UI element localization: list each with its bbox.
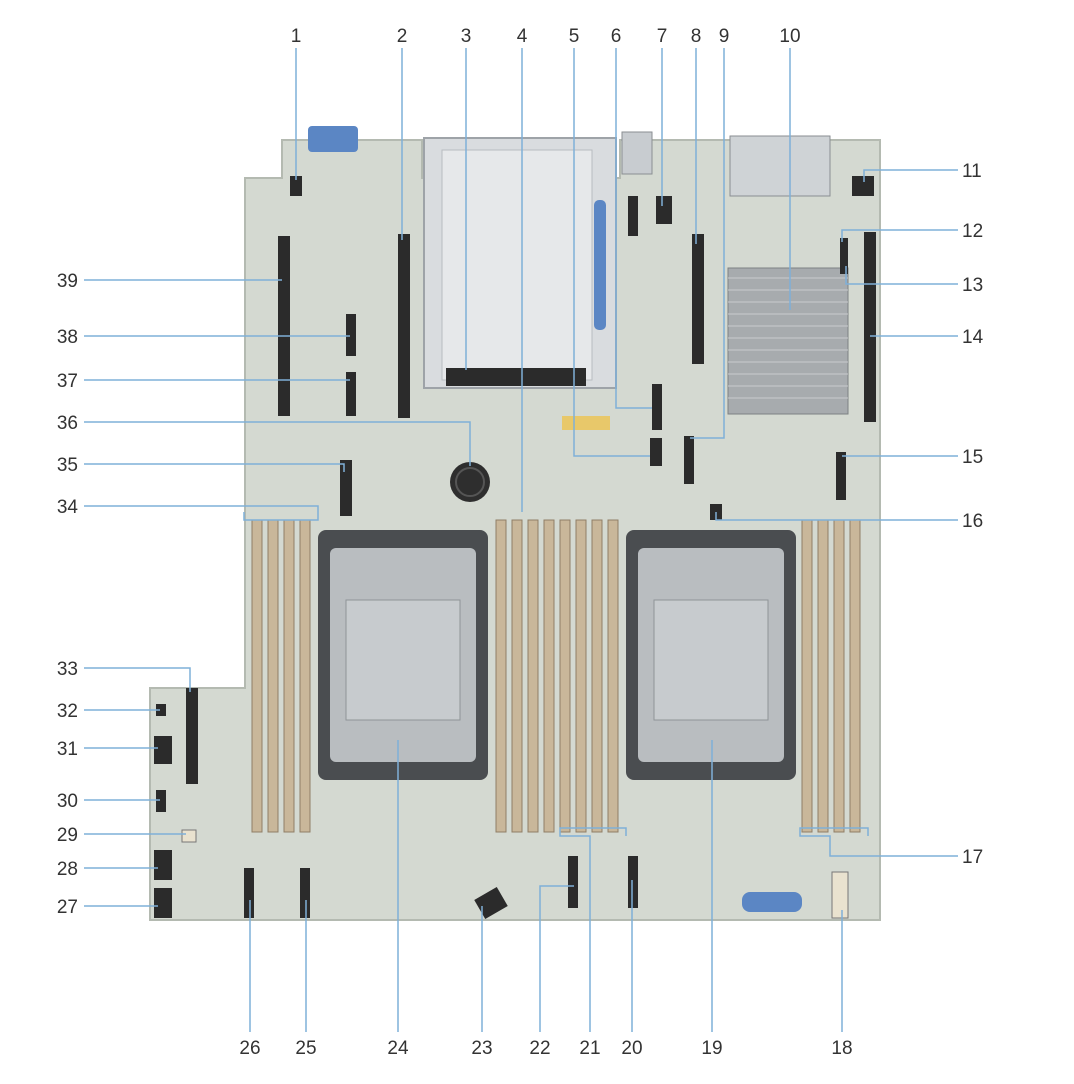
- rear-usb-ports: [621, 131, 653, 175]
- callout-8: 8: [691, 26, 702, 47]
- callout-labels: 1 2 3 4 5 6 7 8 9 10 11 12 13 14 15 16 1…: [57, 26, 984, 1059]
- conn-30: [156, 790, 166, 812]
- conn-22: [568, 856, 578, 908]
- leader-33: [84, 667, 191, 692]
- conn-25: [300, 868, 310, 918]
- callout-34: 34: [57, 497, 79, 518]
- callout-39: 39: [57, 271, 78, 292]
- coin-cell-battery-rim: [455, 467, 485, 497]
- leader-34: [84, 505, 319, 521]
- conn-29: [181, 829, 197, 843]
- callout-14: 14: [962, 327, 984, 348]
- conn-35: [340, 460, 352, 516]
- callout-6: 6: [611, 26, 622, 47]
- rear-network-ports: [729, 135, 831, 197]
- callout-11: 11: [962, 161, 982, 182]
- callout-32: 32: [57, 701, 78, 722]
- intrusion-latch: [742, 892, 802, 912]
- leader-36: [84, 421, 471, 466]
- callout-37: 37: [57, 371, 78, 392]
- callout-18: 18: [831, 1038, 852, 1059]
- leader-17: [799, 827, 958, 857]
- leader-21: [559, 827, 627, 1032]
- dimm-bank-center: [495, 519, 619, 833]
- leader-35: [84, 463, 345, 472]
- conn-15: [836, 452, 846, 500]
- conn-7: [656, 196, 672, 224]
- pch-heatsink: [727, 267, 849, 415]
- callout-1: 1: [291, 26, 302, 47]
- conn-37: [346, 372, 356, 416]
- conn-13: [840, 238, 848, 274]
- callout-10: 10: [779, 26, 800, 47]
- callout-12: 12: [962, 221, 983, 242]
- leader-11: [863, 169, 958, 182]
- callout-27: 27: [57, 897, 78, 918]
- conn-32: [156, 704, 166, 716]
- callout-16: 16: [962, 511, 983, 532]
- cpu-socket-2: [626, 530, 796, 780]
- conn-9: [684, 436, 694, 484]
- conn-31: [154, 736, 172, 764]
- leader-22: [539, 885, 574, 1032]
- callout-29: 29: [57, 825, 78, 846]
- conn-26: [244, 868, 254, 918]
- leader-12: [841, 229, 958, 242]
- callout-13: 13: [962, 275, 983, 296]
- riser-shroud-inner: [441, 149, 593, 381]
- callout-24: 24: [387, 1038, 409, 1059]
- conn-38: [346, 314, 356, 356]
- conn-11: [852, 176, 874, 196]
- callout-36: 36: [57, 413, 78, 434]
- cpu-socket-1: [318, 530, 488, 780]
- callout-leader-lines: [84, 48, 958, 1032]
- callout-17: 17: [962, 847, 983, 868]
- leader-16: [715, 512, 958, 521]
- dimm-bank-right: [801, 519, 861, 833]
- callout-5: 5: [569, 26, 580, 47]
- callout-9: 9: [719, 26, 730, 47]
- callout-23: 23: [471, 1038, 492, 1059]
- yellow-label: [562, 416, 610, 430]
- conn-20: [628, 856, 638, 908]
- leader-13: [845, 266, 958, 285]
- conn-27: [154, 888, 172, 918]
- callout-38: 38: [57, 327, 78, 348]
- callout-7: 7: [657, 26, 668, 47]
- riser-slot-8: [692, 234, 704, 364]
- ocp-slot: [446, 368, 586, 386]
- callout-25: 25: [295, 1038, 316, 1059]
- callout-2: 2: [397, 26, 408, 47]
- riser-slot-left: [278, 236, 290, 416]
- conn-5: [650, 438, 662, 466]
- vga-port: [308, 126, 358, 152]
- conn-18: [831, 871, 849, 919]
- leader-9: [690, 48, 725, 439]
- callout-3: 3: [461, 26, 472, 47]
- callout-22: 22: [529, 1038, 550, 1059]
- callout-4: 4: [517, 26, 528, 47]
- conn-1: [290, 176, 302, 196]
- callout-19: 19: [701, 1038, 722, 1059]
- callout-30: 30: [57, 791, 78, 812]
- callout-28: 28: [57, 859, 78, 880]
- leader-6: [615, 48, 652, 409]
- riser-slot-2: [398, 234, 410, 418]
- conn-33: [186, 688, 198, 784]
- callout-35: 35: [57, 455, 78, 476]
- conn-6: [628, 196, 638, 236]
- heatsink-fins: [728, 277, 848, 399]
- callout-15: 15: [962, 447, 983, 468]
- callout-33: 33: [57, 659, 78, 680]
- callout-26: 26: [239, 1038, 260, 1059]
- riser-latch: [594, 200, 606, 330]
- leader-5: [573, 48, 650, 457]
- callout-31: 31: [57, 739, 78, 760]
- riser-slot-14: [864, 232, 876, 422]
- callout-20: 20: [621, 1038, 642, 1059]
- callout-21: 21: [579, 1038, 600, 1059]
- conn-28: [154, 850, 172, 880]
- conn-6b: [652, 384, 662, 430]
